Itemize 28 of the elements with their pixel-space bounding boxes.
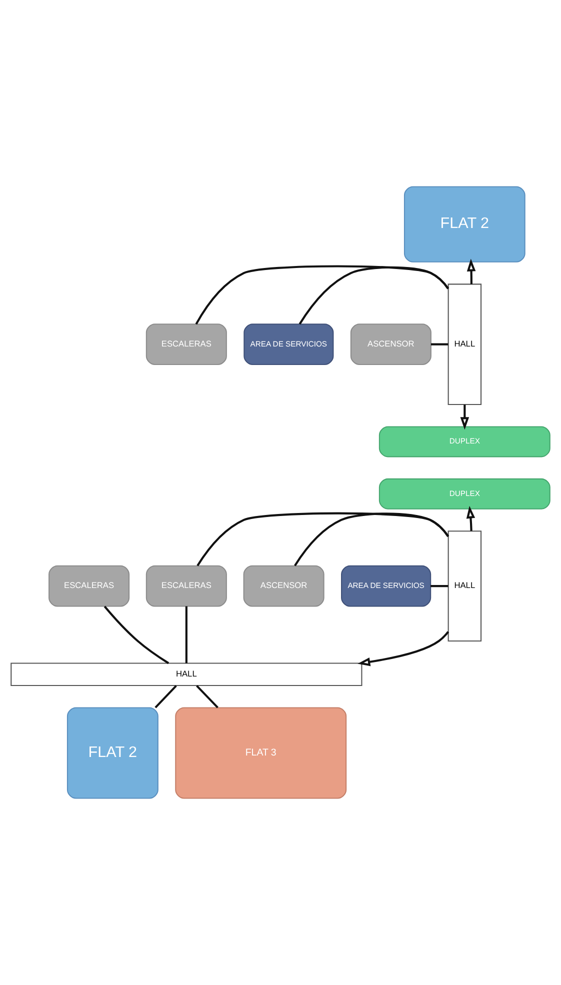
connector (430, 343, 448, 346)
connector (104, 606, 170, 664)
node-box: AREA DE SERVICIOS (244, 324, 334, 366)
node-box: HALL (10, 662, 362, 686)
connector (185, 606, 188, 664)
node-box: ASCENSOR (350, 324, 432, 366)
connector (430, 585, 448, 588)
arrow (466, 506, 476, 531)
arrow (358, 631, 450, 666)
connector (154, 685, 177, 708)
node-box: ESCALERAS (146, 324, 227, 366)
node-box: HALL (448, 530, 482, 642)
node-box: HALL (448, 284, 482, 406)
connector (195, 265, 449, 325)
node-box: ESCALERAS (48, 565, 130, 607)
connector (196, 685, 218, 708)
node-box: ASCENSOR (243, 565, 324, 607)
connector (196, 512, 450, 566)
node-box: ESCALERAS (146, 565, 227, 607)
connector (298, 266, 449, 325)
node-box: FLAT 2 (404, 186, 526, 262)
arrow (460, 404, 470, 430)
node-box: FLAT 2 (66, 707, 158, 799)
arrow (466, 258, 476, 284)
node-box: DUPLEX (378, 426, 550, 458)
node-box: DUPLEX (378, 478, 550, 510)
node-box: AREA DE SERVICIOS (341, 565, 432, 607)
node-box: FLAT 3 (175, 707, 347, 799)
